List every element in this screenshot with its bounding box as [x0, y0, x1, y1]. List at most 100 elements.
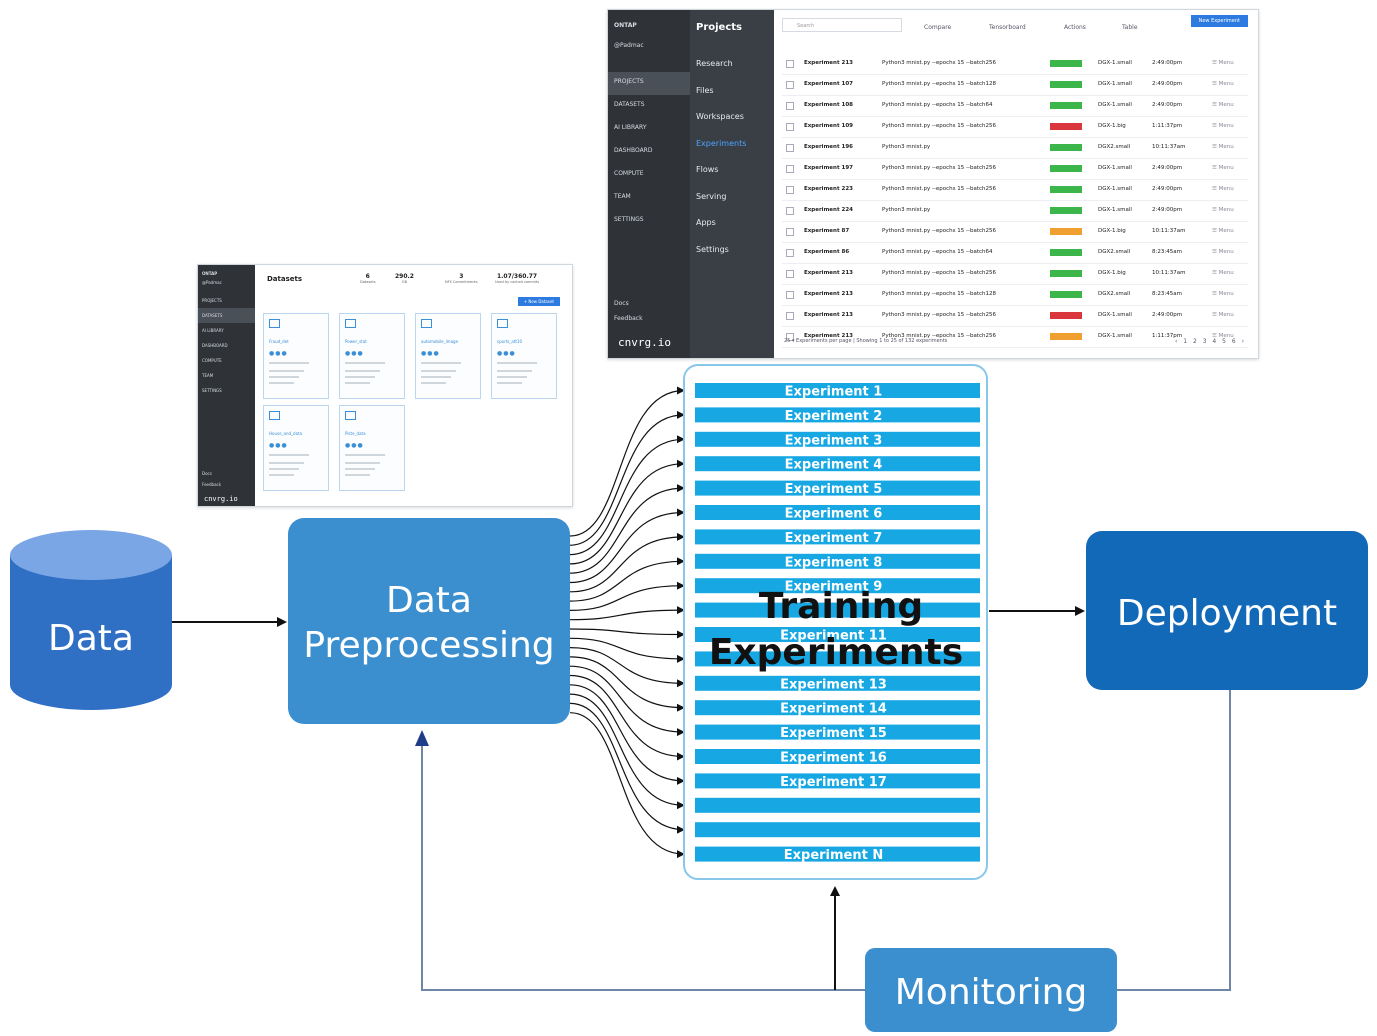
fan-out-arrow	[569, 459, 685, 565]
row-menu-button[interactable]: ☰ Menu	[1212, 333, 1234, 339]
row-checkbox[interactable]	[786, 333, 794, 341]
row-menu-button[interactable]: ☰ Menu	[1212, 165, 1234, 171]
sidebar-item[interactable]: TEAM	[202, 373, 214, 378]
sidebar-item[interactable]: PROJECTS	[608, 72, 690, 95]
toolbar-button[interactable]: Table	[1122, 24, 1138, 31]
experiment-label: Experiment 14	[780, 702, 887, 717]
pagination-pages[interactable]: ‹ 1 2 3 4 5 6 ›	[1174, 338, 1246, 345]
sidebar-item[interactable]: COMPUTE	[202, 358, 222, 363]
row-menu-button[interactable]: ☰ Menu	[1212, 102, 1234, 108]
row-checkbox[interactable]	[786, 228, 794, 236]
row-checkbox[interactable]	[786, 60, 794, 68]
dataset-card[interactable]: automobile_image●●●	[415, 313, 481, 399]
row-checkbox[interactable]	[786, 123, 794, 131]
project-nav-item[interactable]: Flows	[696, 165, 719, 174]
row-menu-button[interactable]: ☰ Menu	[1212, 291, 1234, 297]
row-menu-button[interactable]: ☰ Menu	[1212, 81, 1234, 87]
footer-link[interactable]: Feedback	[614, 315, 643, 322]
row-checkbox[interactable]	[786, 81, 794, 89]
row-checkbox[interactable]	[786, 270, 794, 278]
row-menu-button[interactable]: ☰ Menu	[1212, 144, 1234, 150]
experiment-command: Python3 mnist.py --epochs 15 --batch64	[882, 102, 993, 108]
footer-link[interactable]: Docs	[202, 471, 212, 476]
row-menu-button[interactable]: ☰ Menu	[1212, 270, 1234, 276]
project-nav-item[interactable]: Apps	[696, 218, 716, 227]
row-menu-button[interactable]: ☰ Menu	[1212, 60, 1234, 66]
toolbar-button[interactable]: Actions	[1064, 24, 1086, 31]
start-time: 2:49:00pm	[1152, 102, 1183, 108]
sidebar-item[interactable]: DATASETS	[198, 308, 255, 323]
new-experiment-button[interactable]: New Experiment	[1190, 15, 1248, 27]
sidebar-item[interactable]: AI LIBRARY	[614, 124, 647, 131]
project-nav-item[interactable]: Research	[696, 59, 733, 68]
search-input[interactable]: Search	[782, 18, 902, 32]
experiment-bar	[695, 578, 980, 594]
row-checkbox[interactable]	[786, 186, 794, 194]
row-checkbox[interactable]	[786, 249, 794, 257]
sidebar-item[interactable]: DASHBOARD	[614, 147, 653, 154]
sidebar-item[interactable]: DASHBOARD	[202, 343, 228, 348]
row-checkbox[interactable]	[786, 291, 794, 299]
footer-link[interactable]: Docs	[614, 300, 629, 307]
sidebar-item[interactable]: SETTINGS	[614, 216, 644, 223]
dataset-card[interactable]: House_and_data●●●	[263, 405, 329, 491]
row-menu-button[interactable]: ☰ Menu	[1212, 249, 1234, 255]
row-menu-button[interactable]: ☰ Menu	[1212, 207, 1234, 213]
project-nav-item[interactable]: Serving	[696, 191, 727, 201]
dataset-card[interactable]: Piste_data●●●	[339, 405, 405, 491]
footer-link[interactable]: Feedback	[202, 482, 222, 487]
pagination-info: 25 ▾ Experiments per page | Showing 1 to…	[784, 338, 948, 344]
sidebar-item[interactable]: AI LIBRARY	[202, 328, 224, 333]
row-checkbox[interactable]	[786, 165, 794, 173]
experiment-name: Experiment 213	[804, 333, 853, 339]
row-menu-button[interactable]: ☰ Menu	[1212, 123, 1234, 129]
row-checkbox[interactable]	[786, 207, 794, 215]
dataset-card[interactable]: Fraud_det●●●	[263, 313, 329, 399]
dataset-card[interactable]: Power_stat●●●	[339, 313, 405, 399]
dataset-meta-line	[269, 454, 309, 456]
toolbar-button[interactable]: Compare	[924, 24, 952, 31]
toolbar-button[interactable]: Tensorboard	[989, 24, 1026, 31]
row-menu-button[interactable]: ☰ Menu	[1212, 312, 1234, 318]
dataset-card[interactable]: sports_att10●●●	[491, 313, 557, 399]
preprocessing-label-line2: Preprocessing	[303, 625, 554, 666]
new-dataset-button[interactable]: + New Dataset	[517, 297, 560, 306]
sidebar-item[interactable]: PROJECTS	[202, 298, 222, 303]
experiment-bar	[695, 505, 980, 520]
machine-label: DGX-1.small	[1098, 207, 1132, 213]
dataset-meta-line	[269, 462, 304, 464]
experiment-bar	[695, 602, 980, 618]
project-nav-item[interactable]: Experiments	[696, 138, 747, 148]
machine-label: DGX2.small	[1098, 291, 1131, 297]
experiment-bar	[695, 456, 980, 472]
sidebar-item[interactable]: DATASETS	[614, 101, 645, 108]
sidebar-item[interactable]: TEAM	[614, 193, 631, 200]
row-checkbox[interactable]	[786, 144, 794, 152]
project-nav-item[interactable]: Workspaces	[696, 112, 744, 121]
sidebar-item[interactable]: SETTINGS	[202, 388, 222, 393]
row-menu-button[interactable]: ☰ Menu	[1212, 228, 1234, 234]
sidebar-item[interactable]: COMPUTE	[614, 170, 644, 177]
brand-label: ONTAP	[202, 271, 218, 276]
project-nav-item[interactable]: Settings	[696, 244, 729, 254]
experiment-bar	[695, 383, 980, 398]
row-checkbox[interactable]	[786, 102, 794, 110]
project-nav-item[interactable]: Files	[696, 85, 714, 95]
row-menu-button[interactable]: ☰ Menu	[1212, 186, 1234, 192]
row-checkbox[interactable]	[786, 312, 794, 320]
dataset-name: automobile_image	[421, 339, 459, 344]
